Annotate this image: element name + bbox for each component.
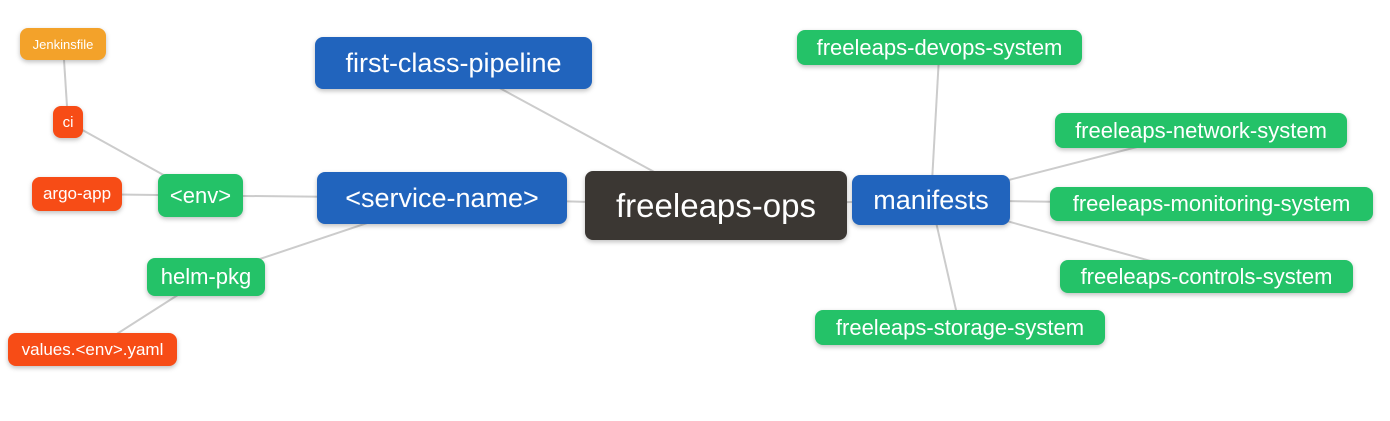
node-argo-app[interactable]: argo-app — [32, 177, 122, 211]
node-jenkinsfile[interactable]: Jenkinsfile — [20, 28, 106, 60]
node-freeleaps-network-system[interactable]: freeleaps-network-system — [1055, 113, 1347, 148]
node-freeleaps-ops[interactable]: freeleaps-ops — [585, 171, 847, 240]
node-first-class-pipeline[interactable]: first-class-pipeline — [315, 37, 592, 89]
edge-manifests-freeleaps-devops-system — [930, 47, 941, 201]
node-freeleaps-monitoring-system[interactable]: freeleaps-monitoring-system — [1050, 187, 1373, 221]
node-helm-pkg[interactable]: helm-pkg — [147, 258, 265, 296]
node-values-env-yaml[interactable]: values.<env>.yaml — [8, 333, 177, 366]
node-freeleaps-devops-system[interactable]: freeleaps-devops-system — [797, 30, 1082, 65]
node-env[interactable]: <env> — [158, 174, 243, 217]
node-freeleaps-storage-system[interactable]: freeleaps-storage-system — [815, 310, 1105, 345]
node-service-name[interactable]: <service-name> — [317, 172, 567, 224]
node-ci[interactable]: ci — [53, 106, 83, 138]
node-manifests[interactable]: manifests — [852, 175, 1010, 225]
node-freeleaps-controls-system[interactable]: freeleaps-controls-system — [1060, 260, 1353, 293]
